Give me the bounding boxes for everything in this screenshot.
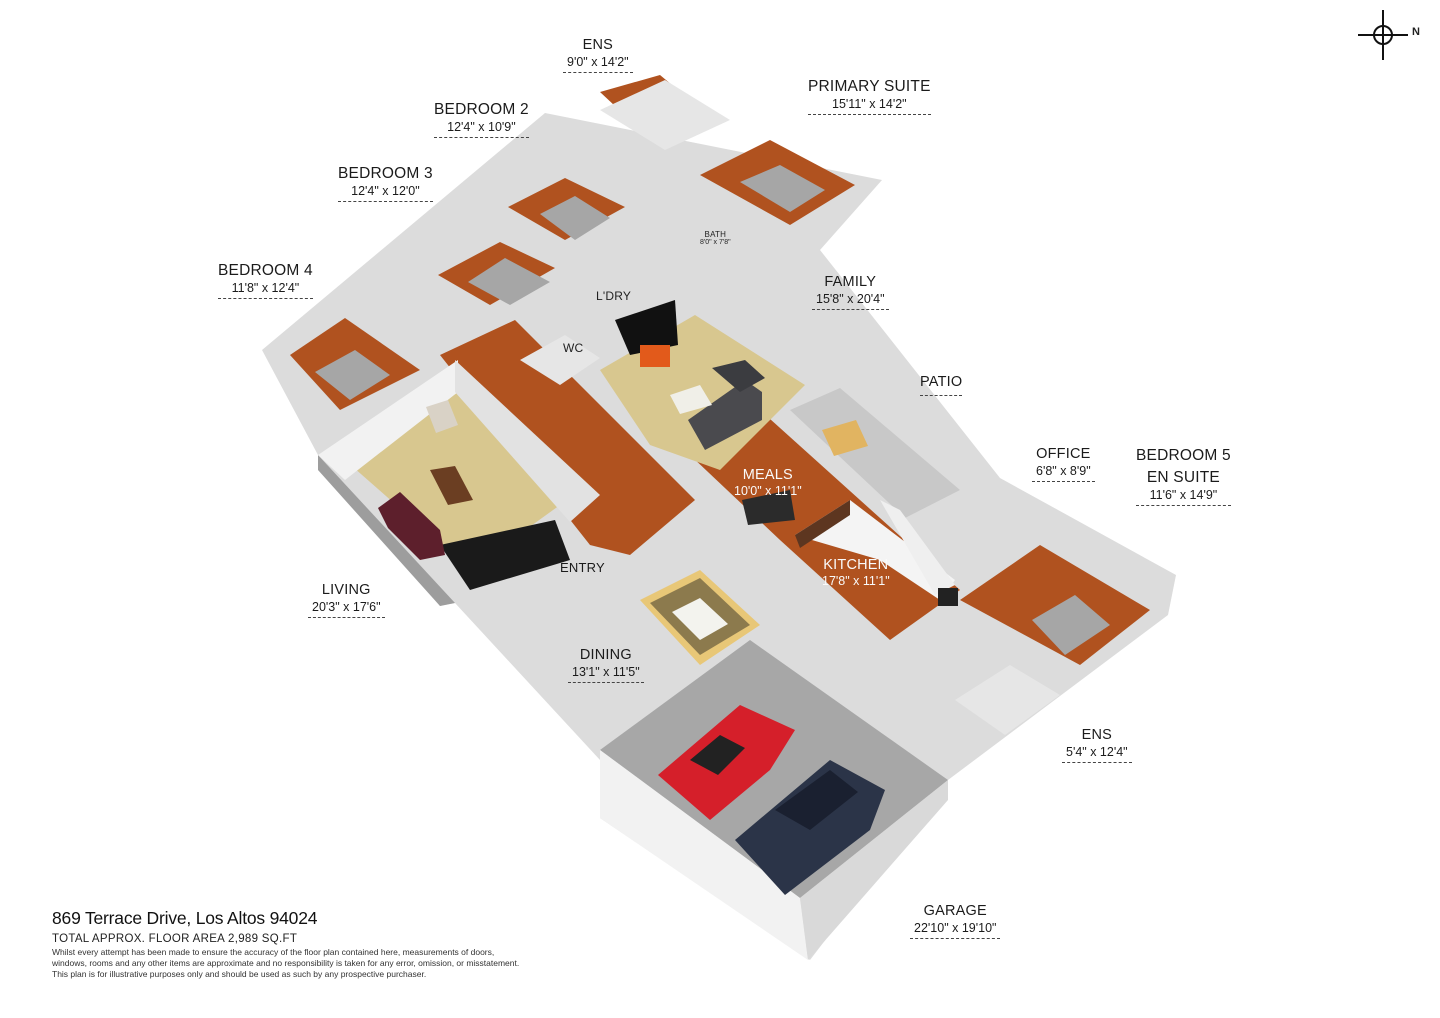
room-name: PRIMARY SUITE bbox=[808, 78, 931, 95]
room-name: MEALS bbox=[742, 467, 793, 483]
room-dims: 13'1" x 11'5" bbox=[568, 664, 644, 684]
room-name: BEDROOM 4 bbox=[218, 262, 313, 279]
room-name: BEDROOM 3 bbox=[338, 165, 433, 182]
room-label-entry: ENTRY bbox=[560, 560, 605, 576]
bedroom-furniture bbox=[315, 165, 1110, 655]
room-dims: 11'8" x 12'4" bbox=[218, 280, 313, 300]
room-dims: 15'11" x 14'2" bbox=[808, 96, 931, 116]
room-label-bedroom-5: BEDROOM 5 EN SUITE 11'6" x 14'9" bbox=[1136, 447, 1231, 506]
room-dims: 9'0" x 14'2" bbox=[563, 54, 633, 74]
room-label-wc: WC bbox=[563, 341, 584, 356]
room-name: L'DRY bbox=[596, 289, 632, 303]
room-dims: 8'0" x 7'8" bbox=[700, 239, 731, 247]
room-name: GARAGE bbox=[923, 903, 987, 919]
room-name: PATIO bbox=[920, 374, 963, 396]
floor-area: TOTAL APPROX. FLOOR AREA 2,989 SQ.FT bbox=[52, 933, 298, 945]
room-name: BEDROOM 2 bbox=[434, 101, 529, 118]
bathrooms bbox=[520, 80, 1060, 735]
room-label-family: FAMILY 15'8" x 20'4" bbox=[812, 274, 889, 311]
room-label-ens-bottom: ENS 5'4" x 12'4" bbox=[1062, 727, 1132, 764]
plan-footer: 869 Terrace Drive, Los Altos 94024 TOTAL… bbox=[52, 908, 752, 980]
room-label-meals: MEALS 10'0" x 11'1" bbox=[734, 467, 802, 498]
room-label-bedroom-4: BEDROOM 4 11'8" x 12'4" bbox=[218, 262, 313, 300]
room-name: WC bbox=[563, 341, 584, 355]
room-name: OFFICE bbox=[1036, 446, 1091, 462]
room-name-secondary: EN SUITE bbox=[1146, 468, 1220, 486]
building-shell bbox=[262, 113, 1176, 960]
room-label-patio: PATIO bbox=[920, 374, 963, 396]
room-name: ENS bbox=[582, 37, 614, 53]
room-label-bedroom-2: BEDROOM 2 12'4" x 10'9" bbox=[434, 101, 529, 139]
room-name: BEDROOM 5 bbox=[1136, 447, 1231, 464]
room-name: FAMILY bbox=[824, 274, 877, 290]
garage bbox=[600, 640, 948, 960]
room-name: ENS bbox=[1081, 727, 1113, 743]
room-dims: 12'4" x 10'9" bbox=[434, 119, 529, 139]
room-label-bath: BATH 8'0" x 7'8" bbox=[700, 230, 731, 247]
north-arrow: N bbox=[1356, 10, 1426, 62]
room-name: ENTRY bbox=[560, 560, 605, 575]
room-name: BATH bbox=[704, 230, 727, 239]
kitchen bbox=[742, 490, 958, 606]
living-room bbox=[318, 360, 600, 590]
room-label-living: LIVING 20'3" x 17'6" bbox=[308, 582, 385, 619]
room-dims: 12'4" x 12'0" bbox=[338, 183, 433, 203]
room-label-bedroom-3: BEDROOM 3 12'4" x 12'0" bbox=[338, 165, 433, 203]
room-label-ens-top: ENS 9'0" x 14'2" bbox=[563, 37, 633, 74]
room-name: DINING bbox=[579, 647, 632, 663]
room-dims: 20'3" x 17'6" bbox=[308, 599, 385, 619]
patio bbox=[790, 388, 960, 518]
room-name: KITCHEN bbox=[823, 557, 889, 573]
room-dims: 22'10" x 19'10" bbox=[910, 920, 1001, 940]
room-label-dining: DINING 13'1" x 11'5" bbox=[568, 647, 644, 684]
room-label-laundry: L'DRY bbox=[596, 289, 632, 304]
room-name: LIVING bbox=[321, 582, 371, 598]
room-dims: 17'8" x 11'1" bbox=[822, 573, 890, 588]
room-dims: 11'6" x 14'9" bbox=[1136, 487, 1231, 506]
room-label-office: OFFICE 6'8" x 8'9" bbox=[1032, 446, 1095, 483]
compass-icon bbox=[1358, 10, 1408, 60]
room-label-garage: GARAGE 22'10" x 19'10" bbox=[910, 903, 1001, 940]
disclaimer: Whilst every attempt has been made to en… bbox=[52, 947, 520, 980]
room-label-kitchen: KITCHEN 17'8" x 11'1" bbox=[822, 557, 890, 588]
room-dims: 15'8" x 20'4" bbox=[812, 291, 889, 311]
dining-room bbox=[640, 570, 760, 665]
family-room bbox=[600, 300, 805, 470]
compass-label: N bbox=[1412, 26, 1420, 38]
room-dims: 10'0" x 11'1" bbox=[734, 483, 802, 498]
room-dims: 6'8" x 8'9" bbox=[1032, 463, 1095, 483]
room-dims: 5'4" x 12'4" bbox=[1062, 744, 1132, 764]
property-address: 869 Terrace Drive, Los Altos 94024 bbox=[52, 908, 318, 928]
room-label-primary-suite: PRIMARY SUITE 15'11" x 14'2" bbox=[808, 78, 931, 116]
